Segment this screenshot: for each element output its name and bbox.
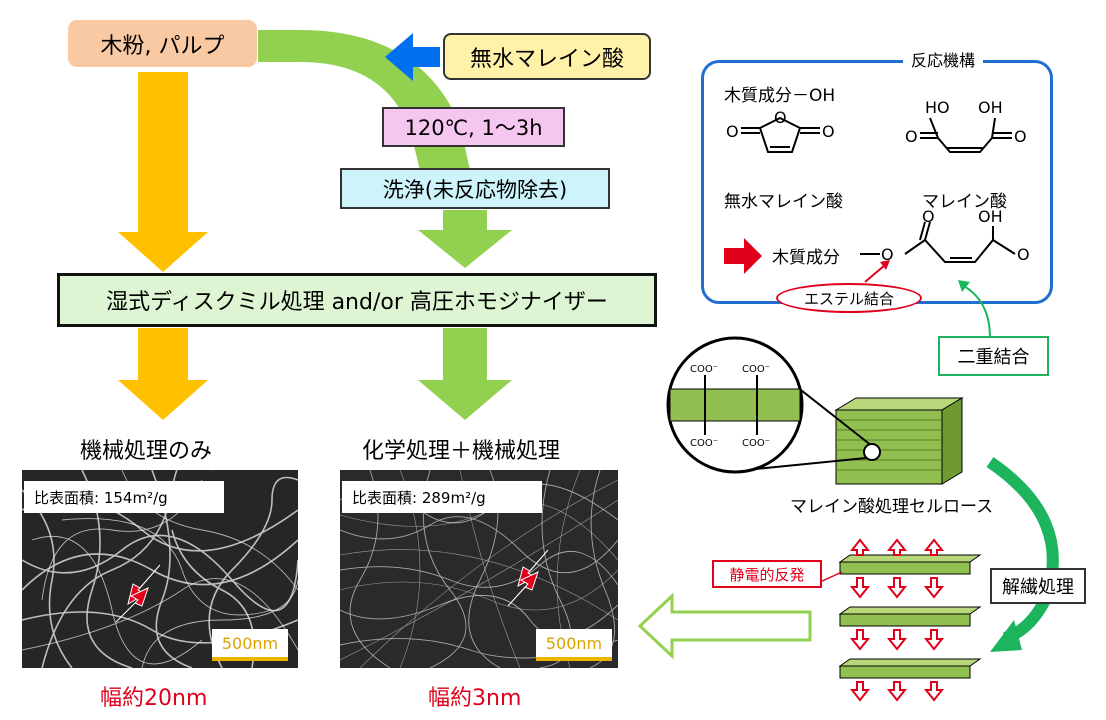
maleic-ho-label: HO [925,98,950,117]
left-width-result: 幅約20nm [100,686,208,711]
maleic-acid-name: マレイン酸 [922,192,1007,212]
anhydride-o-left: O [726,122,739,141]
orange-arrow-to-left-result [118,328,208,420]
anhydride-ring [758,116,802,153]
mechanism-title: 反応機構 [903,47,984,71]
right-width-arrow-top [517,549,549,587]
right-width-arrow-bottom [507,571,539,607]
maleic-oh-label: OH [978,98,1003,117]
ester-o-right: O [1017,245,1030,264]
left-surface-area-label: 比表面積: 154m²/g [24,481,224,513]
coo-label-4: COO⁻ [742,438,770,449]
ester-o-top: O [922,207,935,226]
green-arrow-to-process [418,210,512,268]
anhydride-name: 無水マレイン酸 [724,192,843,212]
ester-oh-top: OH [978,207,1003,226]
right-branch-title: 化学処理＋機械処理 [362,439,561,464]
hollow-green-left-arrow [637,592,812,660]
left-scale-bar: 500nm [212,629,288,661]
ester-pointer [864,264,886,283]
left-width-arrow-bottom [115,587,149,623]
reagent-label: 無水マレイン酸 [469,46,624,72]
wash-box: 洗浄(未反応物除去) [340,168,610,209]
wood-component-label: 木質成分 [772,248,840,268]
product-red-arrow [724,238,762,274]
defibration-label: 解繊処理 [990,568,1086,604]
defibration-curve-arrowhead [990,620,1022,652]
start-material-box: 木粉, パルプ [68,20,257,67]
wash-label: 洗浄(未反応物除去) [382,177,568,202]
repulsion-label: 静電的反発 [712,560,822,588]
process-label: 湿式ディスクミル処理 and/or 高圧ホモジナイザー [106,290,608,315]
right-width-result: 幅約3nm [428,686,522,711]
cellulose-label: マレイン酸処理セルロース [790,497,994,517]
coo-label-1: COO⁻ [690,364,718,375]
right-surface-area-label: 比表面積: 289m²/g [342,481,542,513]
process-box: 湿式ディスクミル処理 and/or 高圧ホモジナイザー [57,273,657,327]
green-arrow-to-right-result [418,328,512,420]
double-bond-pointer [961,284,991,339]
maleic-o-right: O [1014,127,1027,146]
ester-o-link: O [881,245,894,264]
repulsion-arrows [849,538,945,702]
anhydride-o-ring: O [774,108,787,127]
reagent-box: 無水マレイン酸 [443,33,651,80]
anhydride-o-right: O [822,122,835,141]
double-bond-label: 二重結合 [938,336,1049,376]
coo-label-2: COO⁻ [742,364,770,375]
condition-label: 120℃, 1～3h [404,116,543,140]
start-material-label: 木粉, パルプ [100,33,225,59]
ester-bond-label: エステル結合 [776,283,922,313]
ester-product-skeleton [904,238,1016,263]
condition-box: 120℃, 1～3h [382,107,565,147]
maleic-o-left: O [905,127,918,146]
maleic-acid-skeleton [929,117,996,153]
blue-reagent-arrow [385,33,440,81]
coo-label-3: COO⁻ [690,438,718,449]
wood-oh-label: 木質成分－OH [724,86,836,106]
orange-arrow-to-process [118,72,208,272]
left-branch-title: 機械処理のみ [80,439,213,464]
right-scale-bar: 500nm [536,629,612,661]
